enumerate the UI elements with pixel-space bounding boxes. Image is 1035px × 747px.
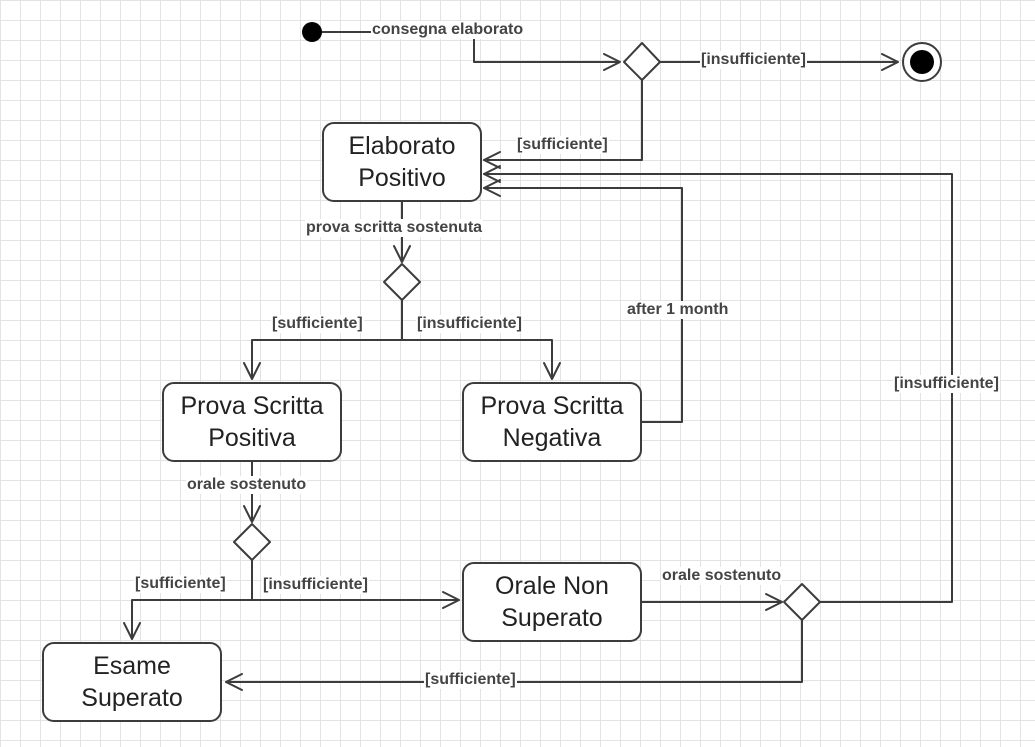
state-esame-superato[interactable]: Esame Superato [42, 642, 222, 722]
label-after-1-month: after 1 month [626, 301, 730, 319]
state-orale-non-superato[interactable]: Orale Non Superato [462, 562, 642, 642]
arrowhead [243, 505, 261, 523]
arrowhead [483, 179, 501, 197]
transition-sufficiente-orale[interactable] [131, 559, 253, 639]
decision-node-3[interactable] [233, 523, 271, 561]
arrowhead [603, 53, 621, 71]
label-sufficiente-bottom: [sufficiente] [424, 671, 517, 689]
arrowhead [483, 165, 501, 183]
arrowhead [881, 53, 899, 71]
decision-node-4[interactable] [783, 583, 821, 621]
label-sufficiente-orale: [sufficiente] [134, 575, 227, 593]
arrowhead [225, 673, 243, 691]
label-consegna-elaborato: consegna elaborato [371, 21, 525, 39]
label-prova-scritta-sostenuta: prova scritta sostenuta [305, 219, 484, 237]
arrowhead [543, 362, 561, 380]
arrowhead [442, 591, 460, 609]
label-sufficiente-elaborato: [sufficiente] [516, 136, 609, 154]
transition-sufficiente-bottom[interactable] [225, 619, 803, 683]
label-insufficiente-scritta: [insufficiente] [416, 315, 523, 333]
transition-sufficiente-elaborato[interactable] [483, 79, 643, 161]
arrowhead [393, 245, 411, 263]
label-insufficiente-final: [insufficiente] [700, 51, 807, 69]
label-insufficiente-right: [insufficiente] [893, 375, 1000, 393]
label-orale-sostenuto-2: orale sostenuto [661, 567, 783, 585]
final-node [910, 50, 934, 74]
arrowhead [243, 362, 261, 380]
label-insufficiente-orale: [insufficiente] [262, 576, 369, 594]
arrowhead [483, 151, 501, 169]
state-elaborato-positivo[interactable]: Elaborato Positivo [322, 122, 482, 202]
label-sufficiente-scritta: [sufficiente] [271, 315, 364, 333]
arrowhead [123, 622, 141, 640]
state-prova-scritta-positiva[interactable]: Prova Scritta Positiva [162, 382, 342, 462]
transition-insufficiente-scritta[interactable] [401, 339, 553, 379]
decision-node-2[interactable] [383, 263, 421, 301]
initial-node [302, 22, 322, 42]
label-orale-sostenuto-1: orale sostenuto [186, 476, 308, 494]
arrowhead [765, 593, 783, 611]
transition-sufficiente-scritta[interactable] [251, 299, 403, 379]
state-prova-scritta-negativa[interactable]: Prova Scritta Negativa [462, 382, 642, 462]
decision-node-1[interactable] [623, 42, 661, 81]
